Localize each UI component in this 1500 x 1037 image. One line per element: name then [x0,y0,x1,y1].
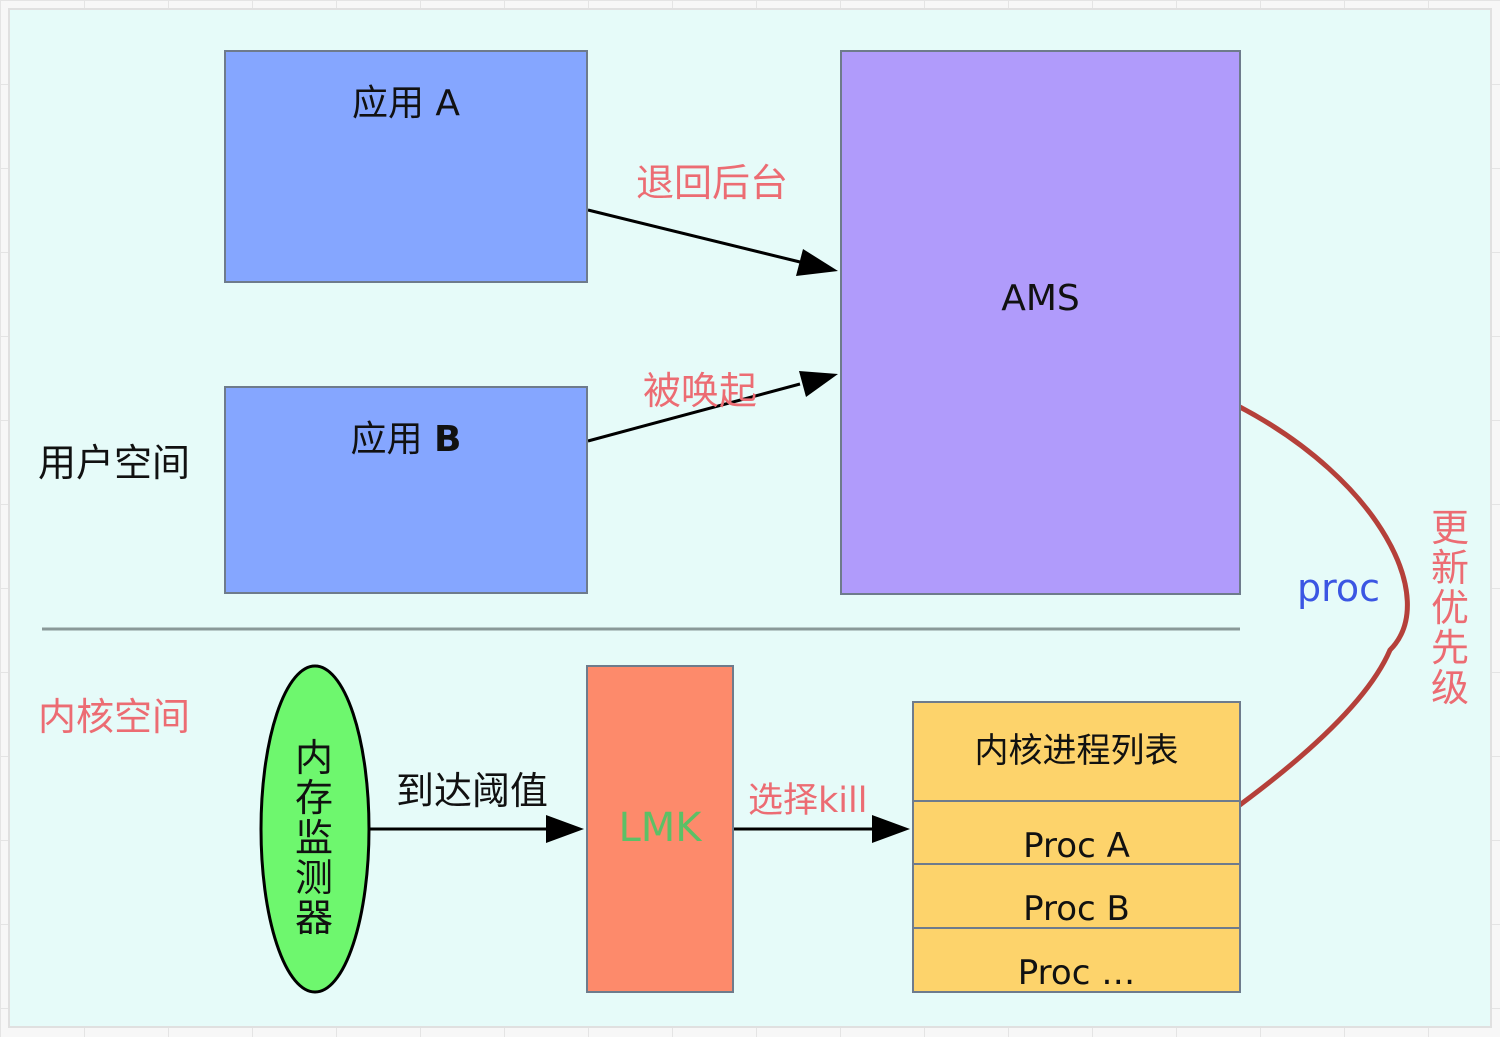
kernel-space-label: 内核空间 [38,695,191,739]
edge-label-select-kill: 选择kill [748,781,868,821]
arrowhead-monitor-to-lmk [546,815,584,843]
process-row-label: Proc … [1017,953,1136,993]
process-row-b: Proc B [914,863,1239,929]
memory-monitor-ellipse [259,664,371,994]
app-b-label: 应用 B [350,419,462,460]
process-list-title: 内核进程列表 [974,731,1179,771]
update-priority-label: 更新优先级 [1430,506,1469,710]
ams-label: AMS [1001,278,1080,319]
lmk-box: LMK [586,665,734,993]
ams-box: AMS [840,50,1241,595]
lmk-label: LMK [618,805,702,851]
kernel-process-list: 内核进程列表 Proc A Proc B Proc … [912,701,1241,993]
edge-label-background: 退回后台 [636,161,789,205]
arrowhead-app-a-to-ams [796,249,838,276]
process-row-a: Proc A [914,800,1239,866]
edge-label-threshold: 到达阈值 [396,769,549,813]
process-list-header: 内核进程列表 [914,703,1239,800]
process-row-more: Proc … [914,927,1239,993]
arrow-app-a-to-ams [587,208,801,264]
memory-monitor-label: 内存监测器 [294,736,333,940]
arrow-app-b-to-ams [587,382,801,443]
arrowhead-app-b-to-ams [799,371,838,397]
app-a-box: 应用 A [224,50,588,283]
proc-label: proc [1297,566,1381,610]
app-a-label: 应用 A [351,83,461,124]
arrowhead-lmk-to-list [872,815,910,843]
user-space-label: 用户空间 [38,441,191,485]
process-row-label: Proc A [1023,826,1130,866]
edge-label-awakened: 被唤起 [643,369,758,413]
process-row-label: Proc B [1023,889,1130,929]
curve-ams-to-proc-a [1174,403,1410,853]
app-b-box: 应用 B [224,386,588,594]
